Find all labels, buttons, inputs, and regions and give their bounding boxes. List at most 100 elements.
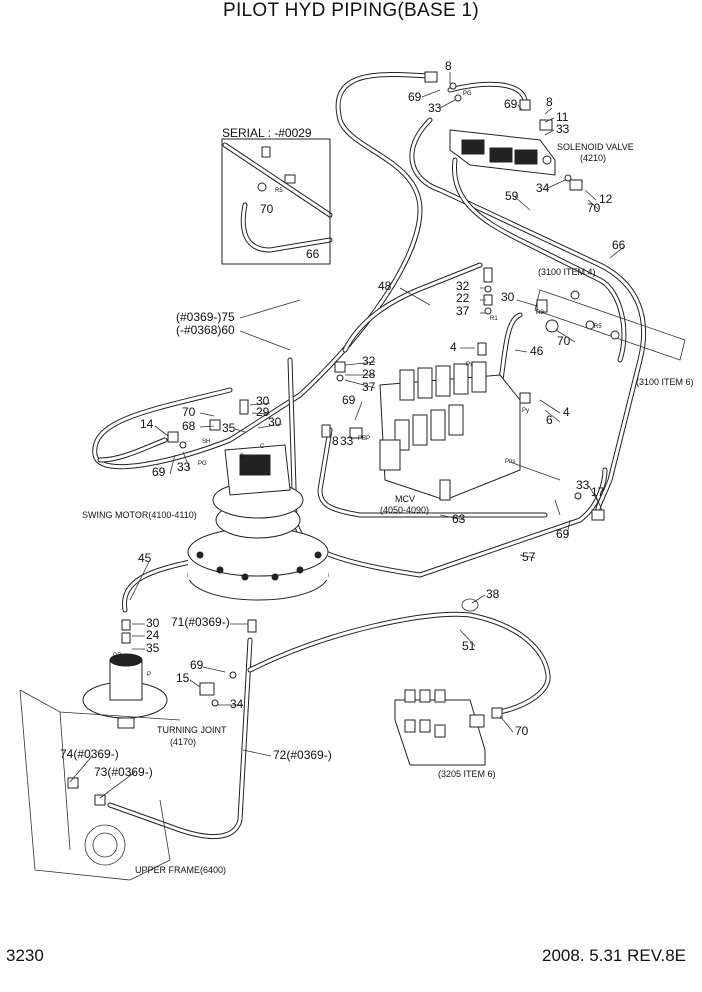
serial-inset: SERIAL : -#0029 R5 70 66: [221, 126, 331, 265]
port-py: Py: [522, 408, 529, 414]
part-69-left: 69: [152, 465, 166, 479]
part-71-label: 71(#0369-): [171, 615, 230, 629]
part-72-label: 72(#0369-): [273, 748, 332, 762]
port-pbp: PBP: [358, 436, 370, 442]
footer-date-revision: 2008. 5.31 REV.8E: [542, 946, 686, 965]
part-69-sv: 69: [504, 97, 518, 111]
solenoid-valve-ref: (4210): [580, 153, 606, 163]
port-p: P: [147, 672, 151, 678]
part-70-r8: 70: [557, 334, 571, 348]
part-34-tj: 34: [230, 697, 244, 711]
part-60-label: (-#0368)60: [176, 323, 235, 337]
part-69-mcv: 69: [342, 393, 356, 407]
part-number-labels: 8 69 33 69 8 11 33 34 12 70 59 66 48 32 …: [138, 59, 626, 738]
port-r5-inset: R5: [275, 188, 283, 194]
port-r8: R8: [536, 310, 544, 316]
part-30-m1: 30: [256, 394, 270, 408]
swing-motor: SWING MOTOR(4100-4110) SH B C PG: [82, 439, 329, 601]
port-b: B: [240, 454, 244, 460]
upper-frame-label: UPPER FRAME(6400): [135, 865, 226, 875]
part-8-sv: 8: [546, 95, 553, 109]
part-8-top: 8: [445, 59, 452, 73]
solenoid-valve-label: SOLENOID VALVE: [557, 142, 634, 152]
part-33-mcv: 33: [340, 434, 354, 448]
part-35-motor: 35: [222, 421, 236, 435]
turning-joint-ref: (4170): [170, 737, 196, 747]
part-46: 46: [530, 344, 544, 358]
part-28: 28: [362, 367, 376, 381]
part-75-label: (#0369-)75: [176, 310, 235, 324]
port-px: Px: [466, 362, 473, 368]
port-r1: R1: [490, 316, 498, 322]
part-33-left: 33: [177, 460, 191, 474]
leader-lines: [69, 72, 626, 799]
fittings: [67, 71, 605, 806]
part-69-top: 69: [408, 90, 422, 104]
mcv-ref: (4050-4090): [380, 505, 429, 515]
part-69-pns: 69: [556, 527, 570, 541]
serial-labels: (#0369-)75 (-#0368)60 71(#0369-) 72(#036…: [60, 310, 332, 779]
turning-joint-label: TURNING JOINT: [157, 725, 227, 735]
part-38: 38: [486, 587, 500, 601]
part-14: 14: [140, 417, 154, 431]
port-sh: SH: [202, 439, 210, 445]
part-17: 17: [591, 485, 605, 499]
part-70-bottom: 70: [515, 724, 529, 738]
mcv: MCV (4050-4090): [379, 361, 521, 515]
part-74-label: 74(#0369-): [60, 747, 119, 761]
item-3100-6-label: (3100 ITEM 6): [636, 377, 694, 387]
part-29: 29: [256, 405, 270, 419]
part-70-sv: 70: [587, 201, 601, 215]
port-pg-top: PG: [463, 91, 472, 97]
part-34-sv: 34: [536, 181, 550, 195]
page-number: 3230: [6, 946, 44, 965]
part-33-top: 33: [428, 101, 442, 115]
part-59: 59: [505, 189, 519, 203]
serial-label: SERIAL : -#0029: [222, 126, 312, 140]
port-r5: R5: [594, 324, 602, 330]
block-3100: (3100 ITEM 4) (3100 ITEM 6): [534, 267, 694, 387]
item-3205-label: (3205 ITEM 6): [438, 769, 496, 779]
part-4-right: 4: [563, 405, 570, 419]
part-66-inset: 66: [306, 247, 320, 261]
part-37-b: 37: [362, 380, 376, 394]
part-35-tj: 35: [146, 641, 160, 655]
solenoid-valve: SOLENOID VALVE (4210): [449, 119, 634, 176]
part-70-inset: 70: [260, 202, 274, 216]
swing-motor-label: SWING MOTOR(4100-4110): [82, 510, 197, 520]
part-12: 12: [599, 192, 613, 206]
port-c: C: [260, 444, 265, 450]
part-48: 48: [378, 279, 392, 293]
part-11: 11: [556, 110, 569, 124]
part-30-m2: 30: [268, 415, 282, 429]
part-32-a: 32: [456, 279, 470, 293]
hose-51: [247, 611, 551, 715]
part-33-pns: 33: [576, 478, 590, 492]
part-15: 15: [176, 671, 190, 685]
part-6: 6: [546, 413, 553, 427]
mcv-label: MCV: [395, 494, 415, 504]
upper-frame: UPPER FRAME(6400): [19, 689, 226, 881]
page-title: PILOT HYD PIPING(BASE 1): [222, 0, 480, 21]
part-30-r8: 30: [501, 290, 515, 304]
part-51: 51: [462, 639, 476, 653]
part-45: 45: [138, 551, 152, 565]
port-dr: DR: [113, 653, 122, 659]
item-3100-4-label: (3100 ITEM 4): [538, 267, 596, 277]
part-73-label: 73(#0369-): [94, 765, 153, 779]
hoses: [92, 71, 647, 840]
part-68: 68: [182, 419, 196, 433]
part-22: 22: [456, 291, 470, 305]
part-8-mcv: 8: [332, 434, 339, 448]
part-70-motor: 70: [182, 405, 196, 419]
part-37-a: 37: [456, 304, 470, 318]
part-66-right: 66: [612, 238, 626, 252]
part-30-tj: 30: [146, 616, 160, 630]
block-3205: (3205 ITEM 6): [394, 689, 496, 779]
part-4-left: 4: [450, 340, 457, 354]
turning-joint: DR P TURNING JOINT (4170): [82, 653, 227, 747]
part-33-sv: 33: [556, 122, 570, 136]
part-24: 24: [146, 628, 160, 642]
port-pg-motor: PG: [198, 461, 207, 467]
